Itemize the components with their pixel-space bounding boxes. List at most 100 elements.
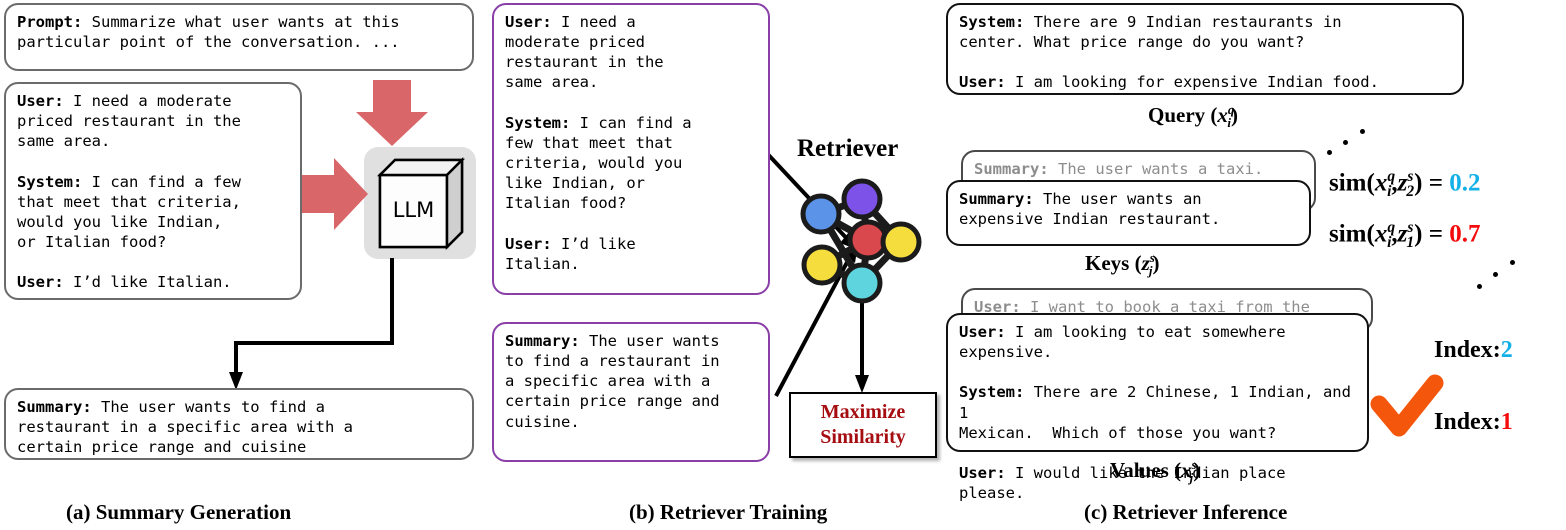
b-dialogue-turn3-text: I’d like Italian. (505, 234, 636, 273)
sim-arg1-sup-1: q (1387, 219, 1396, 236)
index-value-2: 2 (1500, 337, 1513, 363)
summary-to-retriever-arrow (774, 244, 858, 397)
values-back-speaker: User: (974, 298, 1021, 316)
check-icon (1370, 374, 1444, 437)
node-yellow-left (801, 244, 843, 286)
query-label-sub: i (1227, 115, 1232, 131)
node-yellow-right (880, 221, 922, 263)
b-summary-speaker: Summary: (505, 332, 580, 350)
sim-fn-2: sim (1329, 169, 1367, 197)
keys-back-text: The user wants a taxi. (1048, 160, 1264, 178)
sim-arg2-sup-1: s (1407, 219, 1414, 236)
b-summary-text: The user wants to find a restaurant in a… (505, 332, 720, 431)
query-turn1-text: There are 9 Indian restaurants in center… (959, 13, 1342, 52)
sim-arg1-sub-2: i (1387, 183, 1392, 201)
sim-arg1-sup-2: q (1387, 168, 1396, 185)
sim-value-2: 0.2 (1449, 169, 1481, 197)
keys-back-speaker: Summary: (974, 160, 1049, 178)
keys-front-text: The user wants an expensive Indian resta… (959, 190, 1221, 229)
values-label-var: x (1181, 458, 1192, 482)
panel-b-summary-box: Summary: The user wants to find a restau… (492, 322, 770, 462)
b-dialogue-turn2-text: I can find a few that meet that criteria… (505, 113, 692, 213)
values-turn3-text: I would like the Indian place please. (959, 463, 1295, 503)
sim-arg2-1: z (1397, 220, 1408, 248)
values-turn1-speaker: User: (959, 323, 1006, 341)
sim-arg1-2: x (1374, 169, 1388, 197)
dots-upper (1327, 128, 1387, 158)
query-label-text: Query (1148, 103, 1206, 127)
prompt-speaker: Prompt: (17, 13, 83, 31)
query-label: Query (xqi) (1148, 102, 1239, 131)
values-turn1-text: I am looking to eat somewhere expensive. (959, 323, 1295, 362)
node-blue (800, 193, 842, 235)
values-label: Values (xsj) (1110, 457, 1201, 486)
summary-text: The user wants to find a restaurant in a… (17, 398, 353, 457)
query-box: System: There are 9 Indian restaurants i… (946, 3, 1464, 95)
b-dialogue-turn2-speaker: System: (505, 113, 571, 132)
dialogue-turn1-text: I need a moderate priced restaurant in t… (17, 92, 241, 151)
query-label-var: x (1217, 103, 1228, 127)
llm-label: LLM (392, 198, 435, 222)
retriever-to-maximize-arrow (855, 300, 869, 393)
node-cyan (841, 262, 883, 304)
values-turn2-text: There are 2 Chinese, 1 Indian, and 1 Mex… (959, 383, 1351, 442)
query-turn2-text: I am looking for expensive Indian food. (1005, 73, 1379, 92)
red-down-arrow-icon (356, 80, 428, 146)
sim-row-1: sim(xqi,zs1) = 0.7 (1329, 219, 1481, 252)
node-red (847, 219, 889, 261)
values-turn3-speaker: User: (959, 463, 1006, 482)
index-row-2: Index:2 (1434, 337, 1513, 364)
sim-arg2-sub-2: 2 (1406, 183, 1415, 201)
keys-front-speaker: Summary: (959, 190, 1034, 208)
maximize-line2: Similarity (820, 426, 906, 448)
sim-arg2-2: z (1397, 169, 1408, 197)
dialogue-turn2-text: I can find a few that meet that criteria… (17, 172, 241, 251)
keys-label-sub: j (1148, 263, 1153, 279)
dialogue-turn1-speaker: User: (17, 92, 64, 110)
panel-a-dialogue-box: User: I need a moderate priced restauran… (4, 82, 302, 300)
sim-arg1-1: x (1374, 220, 1388, 248)
dots-lower (1477, 258, 1537, 292)
caption-panel-c: (c) Retriever Inference (1084, 500, 1288, 524)
dialogue-turn3-speaker: User: (17, 273, 64, 292)
sim-arg2-sup-2: s (1407, 168, 1414, 185)
index-label-1: Index: (1434, 409, 1501, 435)
query-turn2-speaker: User: (959, 73, 1006, 92)
panel-b-dialogue-box: User: I need a moderate priced restauran… (492, 3, 770, 295)
caption-panel-a: (a) Summary Generation (66, 500, 292, 524)
values-label-text: Values (1110, 458, 1169, 482)
keys-label-var: z (1141, 251, 1150, 275)
index-value-1: 1 (1500, 409, 1513, 435)
values-label-sup: s (1191, 457, 1197, 472)
keys-label: Keys (zsj) (1085, 250, 1160, 279)
caption-panel-b: (b) Retriever Training (629, 500, 828, 524)
sim-fn-1: sim (1329, 220, 1367, 248)
panel-a-summary-box: Summary: The user wants to find a restau… (4, 388, 474, 460)
dialogue-turn2-speaker: System: (17, 172, 83, 191)
query-turn1-speaker: System: (959, 13, 1025, 31)
keys-front-box: Summary: The user wants an expensive Ind… (946, 180, 1311, 246)
summary-speaker: Summary: (17, 398, 92, 416)
sim-row-2: sim(xqi,zs2) = 0.2 (1329, 168, 1481, 201)
b-dialogue-turn1-text: I need a moderate priced restaurant in t… (505, 13, 664, 92)
prompt-box: Prompt: Summarize what user wants at thi… (4, 3, 474, 71)
retriever-title: Retriever (797, 135, 899, 162)
index-row-1: Index:1 (1434, 409, 1513, 436)
retriever-network-graph (800, 178, 922, 304)
maximize-similarity-box: Maximize Similarity (789, 392, 937, 458)
node-purple (841, 178, 883, 220)
dialogue-turn3-text: I’d like Italian. (63, 273, 232, 292)
sim-eq-1: = (1428, 220, 1443, 248)
values-front-box: User: I am looking to eat somewhere expe… (946, 313, 1369, 502)
dialogue-to-retriever-arrow (760, 146, 858, 250)
keys-label-text: Keys (1085, 251, 1130, 275)
b-dialogue-turn3-speaker: User: (505, 234, 552, 253)
sim-eq-2: = (1428, 169, 1443, 197)
values-label-sub: j (1189, 470, 1194, 486)
index-label-2: Index: (1434, 337, 1501, 363)
red-right-arrow-icon (302, 158, 368, 230)
values-turn2-speaker: System: (959, 383, 1025, 402)
sim-value-1: 0.7 (1449, 220, 1481, 248)
b-dialogue-turn1-speaker: User: (505, 13, 552, 31)
